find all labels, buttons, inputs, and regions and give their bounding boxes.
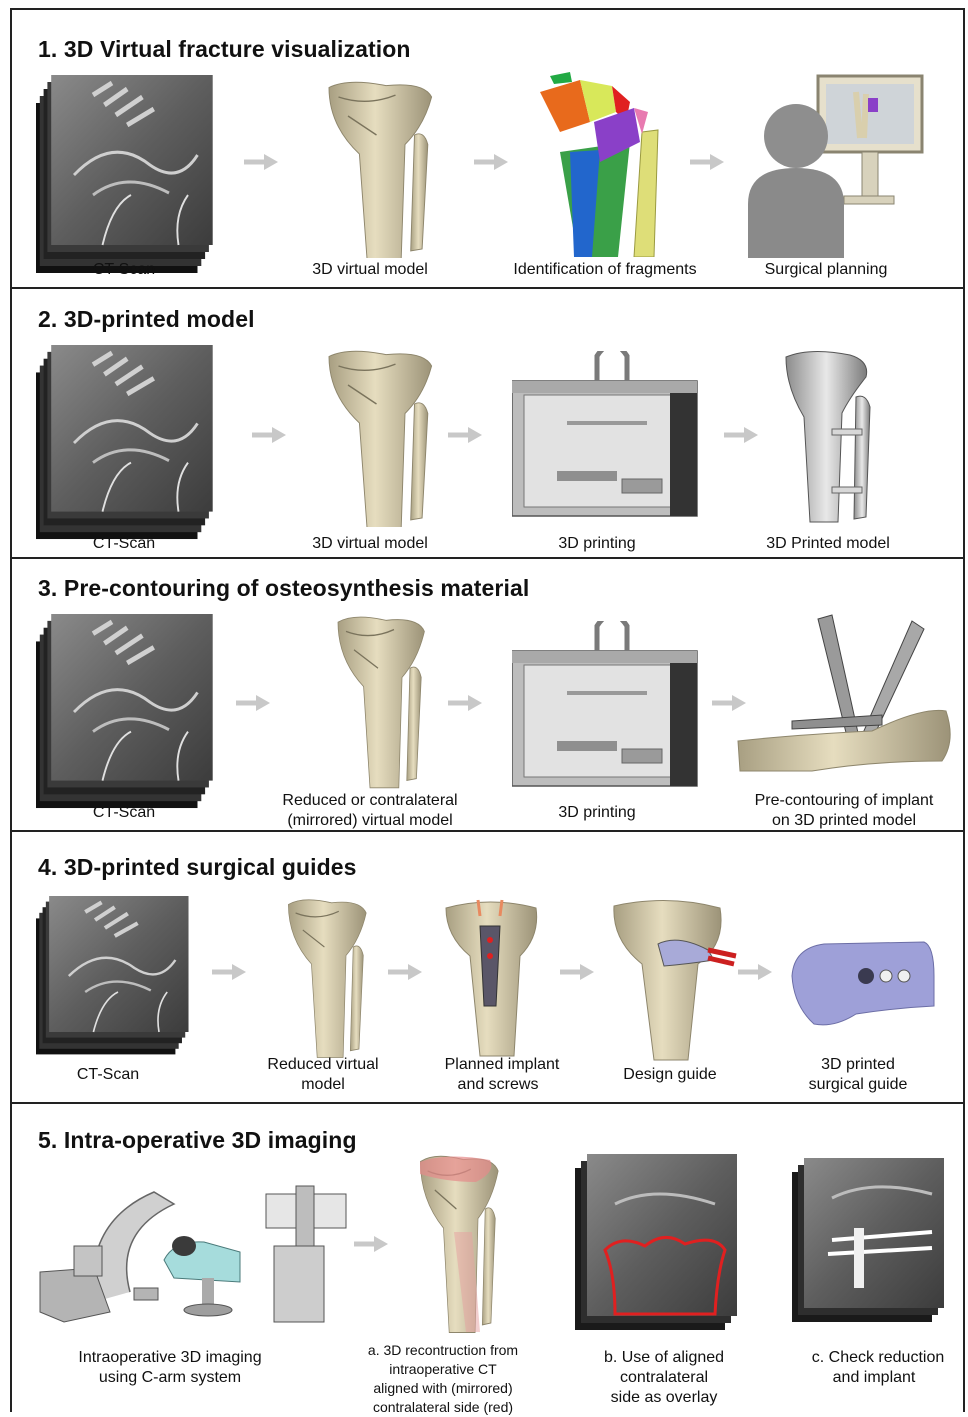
caption: contralateral side (red) bbox=[373, 1398, 513, 1417]
ct-stack-icon bbox=[36, 614, 226, 814]
ct-overlay-icon bbox=[575, 1154, 745, 1334]
caption: using C-arm system bbox=[99, 1368, 241, 1388]
caption: Reduced virtual bbox=[267, 1055, 378, 1075]
bone-model-icon bbox=[322, 613, 442, 793]
bone-model-icon bbox=[406, 1152, 506, 1337]
caption: 3D printed bbox=[821, 1055, 895, 1075]
caption: 3D virtual model bbox=[312, 260, 428, 280]
panel-pre-contouring: 3. Pre-contouring of osteosynthesis mate… bbox=[10, 557, 965, 832]
caption: side as overlay bbox=[611, 1388, 718, 1408]
arrow-icon bbox=[212, 964, 252, 982]
bone-model-icon bbox=[310, 347, 450, 527]
printer-icon bbox=[512, 351, 702, 521]
caption: 3D printing bbox=[558, 534, 635, 554]
panel-surgical-guides: 4. 3D-printed surgical guides CT-Scan Re… bbox=[10, 830, 965, 1104]
caption: 3D printing bbox=[558, 803, 635, 823]
arrow-icon bbox=[244, 154, 284, 172]
arrow-icon bbox=[388, 964, 428, 982]
panel-1-title: 1. 3D Virtual fracture visualization bbox=[38, 36, 411, 63]
bone-model-icon bbox=[310, 78, 450, 258]
guide-icon bbox=[608, 894, 748, 1064]
panel-5-title: 5. Intra-operative 3D imaging bbox=[38, 1127, 357, 1154]
caption: Identification of fragments bbox=[513, 260, 696, 280]
implant-icon bbox=[732, 611, 952, 781]
caption: (mirrored) virtual model bbox=[287, 811, 452, 831]
caption: Design guide bbox=[623, 1065, 716, 1085]
caption: and implant bbox=[833, 1368, 916, 1388]
caption: intraoperative CT bbox=[389, 1360, 496, 1379]
panel-2-title: 2. 3D-printed model bbox=[38, 306, 255, 333]
ct-check-icon bbox=[792, 1158, 952, 1328]
arrow-icon bbox=[560, 964, 600, 982]
arrow-icon bbox=[690, 154, 730, 172]
caption: contralateral bbox=[620, 1368, 708, 1388]
caption: CT-Scan bbox=[93, 260, 155, 280]
panel-printed-model: 2. 3D-printed model CT-Scan 3D virtual m… bbox=[10, 287, 965, 559]
ct-stack-icon bbox=[36, 896, 206, 1056]
arrow-icon bbox=[724, 427, 764, 445]
caption: model bbox=[301, 1075, 345, 1095]
arrow-icon bbox=[448, 427, 488, 445]
caption: b. Use of aligned bbox=[604, 1348, 724, 1368]
caption: Intraoperative 3D imaging bbox=[78, 1348, 261, 1368]
implant-icon bbox=[440, 896, 550, 1061]
printer-icon bbox=[512, 621, 702, 791]
panel-virtual-visualization: 1. 3D Virtual fracture visualization CT-… bbox=[10, 8, 965, 289]
caption: 3D virtual model bbox=[312, 534, 428, 554]
arrow-icon bbox=[738, 964, 778, 982]
caption: c. Check reduction bbox=[812, 1348, 945, 1368]
guide-icon bbox=[784, 936, 944, 1032]
ct-stack-icon bbox=[36, 345, 226, 545]
arrow-icon bbox=[448, 695, 488, 713]
panel-4-title: 4. 3D-printed surgical guides bbox=[38, 854, 357, 881]
caption: a. 3D recontruction from bbox=[368, 1341, 518, 1360]
arrow-icon bbox=[354, 1236, 394, 1254]
arrow-icon bbox=[236, 695, 276, 713]
fragments-icon bbox=[530, 72, 680, 257]
caption: on 3D printed model bbox=[772, 811, 916, 831]
bone-model-icon bbox=[274, 896, 384, 1061]
ct-stack-icon bbox=[36, 75, 226, 275]
caption: Surgical planning bbox=[765, 260, 888, 280]
caption: CT-Scan bbox=[77, 1065, 139, 1085]
caption: and screws bbox=[458, 1075, 539, 1095]
caption: Planned implant bbox=[445, 1055, 560, 1075]
caption: surgical guide bbox=[809, 1075, 908, 1095]
caption: Pre-contouring of implant bbox=[755, 791, 934, 811]
caption: Reduced or contralateral bbox=[282, 791, 457, 811]
panel-intraoperative-imaging: 5. Intra-operative 3D imaging Intraopera… bbox=[10, 1102, 965, 1412]
caption: 3D Printed model bbox=[766, 534, 890, 554]
printed-model-icon bbox=[780, 347, 890, 527]
caption: CT-Scan bbox=[93, 803, 155, 823]
person-monitor-icon bbox=[748, 72, 938, 262]
caption: aligned with (mirrored) bbox=[373, 1379, 512, 1398]
arrow-icon bbox=[252, 427, 292, 445]
c-arm-icon bbox=[34, 1182, 364, 1342]
panel-3-title: 3. Pre-contouring of osteosynthesis mate… bbox=[38, 575, 529, 602]
arrow-icon bbox=[474, 154, 514, 172]
caption: CT-Scan bbox=[93, 534, 155, 554]
